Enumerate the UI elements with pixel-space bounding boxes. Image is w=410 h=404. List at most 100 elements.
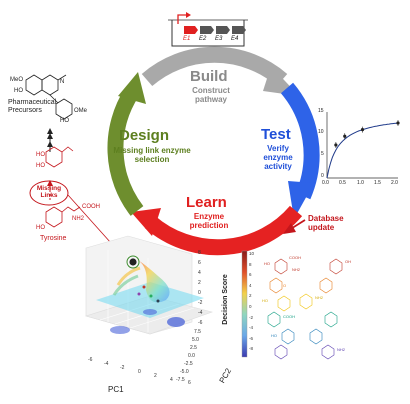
z-tick: 8 <box>198 250 201 256</box>
build-subtitle: Construct pathway <box>192 86 230 104</box>
gene-e3-icon <box>216 26 230 34</box>
compound-structures <box>267 258 343 360</box>
learn-title: Learn <box>186 194 227 211</box>
test-chart-xtick-1: 1.0 <box>357 180 364 186</box>
colorbar-tick: 0 <box>249 303 252 309</box>
pc1-tick: 4 <box>170 377 173 383</box>
pc1-tick: 2 <box>154 373 157 379</box>
pharmaceutical-structure <box>25 74 73 120</box>
test-chart-ytick-0: 0 <box>321 173 324 179</box>
ome-group: OMe <box>74 108 88 114</box>
test-chart-ytick-5: 5 <box>321 151 324 157</box>
decision-score-colorbar <box>241 250 248 358</box>
pc1-tick: -4 <box>104 361 109 367</box>
test-chart-xtick-2: 2.0 <box>391 180 398 186</box>
pc2-tick: -7.5 <box>176 377 185 383</box>
pc2-tick: -5.0 <box>180 369 189 375</box>
compound-label: HO <box>262 298 268 303</box>
colorbar-tick: -8 <box>249 346 254 352</box>
z-tick: 2 <box>198 280 201 286</box>
pca-z-ticks: 8 6 4 2 0 -2 -4 -6 <box>198 248 210 328</box>
compound-label: NH2 <box>315 295 324 300</box>
test-chart-point <box>343 134 347 138</box>
compound-label: COOH <box>289 255 301 260</box>
test-arrow <box>280 82 320 219</box>
pc1-tick: 6 <box>188 380 191 386</box>
test-chart-xtick-05: 0.5 <box>339 180 346 186</box>
catechol-structure <box>45 146 74 168</box>
pc2-tick: 0.0 <box>188 353 195 359</box>
colorbar-ticks: 10 8 6 4 2 0 -2 -4 -6 -8 <box>249 249 261 355</box>
pc1-tick: -2 <box>120 365 125 371</box>
test-chart <box>326 112 400 179</box>
pc2-tick: 7.5 <box>194 329 201 335</box>
gene-e2-icon <box>200 26 214 34</box>
database-update-arrow <box>283 219 306 234</box>
pc1-tick: 0 <box>138 369 141 375</box>
missing-links-circle <box>29 180 69 206</box>
gene-e1-label: E1 <box>183 36 191 42</box>
test-chart-point <box>334 143 338 147</box>
tyrosine-structure <box>45 206 81 228</box>
test-title: Test <box>261 126 291 143</box>
compound-label: O <box>283 283 287 288</box>
pc2-ticks: 7.5 5.0 2.5 0.0 -2.5 -5.0 -7.5 <box>168 330 208 390</box>
learn-subtitle: Enzyme prediction <box>189 212 229 230</box>
colorbar-tick: 2 <box>249 293 252 299</box>
z-tick: -4 <box>198 310 203 316</box>
test-chart-ytick-10: 10 <box>318 129 324 135</box>
build-title: Build <box>190 68 228 85</box>
test-chart-xtick-15: 1.5 <box>374 180 381 186</box>
gene-e1-icon <box>184 26 198 34</box>
gene-e4-icon <box>232 26 246 34</box>
n-group: N <box>60 79 65 85</box>
learn-arrow <box>131 205 303 256</box>
colorbar-tick: 10 <box>249 251 255 256</box>
pc2-tick: -2.5 <box>184 361 193 367</box>
compound-label: HO <box>264 261 270 266</box>
compound-label: COOH <box>283 314 295 319</box>
colorbar-tick: -6 <box>249 335 254 341</box>
z-tick: 0 <box>198 290 201 296</box>
design-title: Design <box>119 127 170 144</box>
compound-label: HO <box>271 333 277 338</box>
decision-score-label: Decision Score <box>221 274 229 325</box>
z-tick: -6 <box>198 320 203 326</box>
tyrosine-label: Tyrosine <box>40 235 67 242</box>
pc2-tick: 2.5 <box>190 345 197 351</box>
compound-label: NH2 <box>337 347 346 352</box>
decision-surface <box>132 258 170 303</box>
pharmaceutical-precursors-label: Pharmaceutical Precursors <box>8 99 57 114</box>
gene-e4-label: E4 <box>231 36 239 42</box>
colorbar-tick: 4 <box>249 282 252 288</box>
pc2-tick: 5.0 <box>192 337 199 343</box>
design-subtitle: Missing link enzyme selection <box>113 146 191 164</box>
ho-group-catechol-2: HO <box>36 163 45 169</box>
z-tick: -2 <box>198 300 203 306</box>
cooh-group: COOH <box>82 204 100 210</box>
ho-group-mid: HO <box>60 118 69 124</box>
pc1-ticks: -6 -4 -2 0 2 4 6 <box>88 358 208 388</box>
pc1-tick: -6 <box>88 357 93 363</box>
gene-e3-label: E3 <box>215 36 223 42</box>
compound-label: NH2 <box>292 267 301 272</box>
z-tick: 4 <box>198 270 201 276</box>
design-arrow <box>107 72 146 216</box>
operon-diagram <box>168 12 248 47</box>
test-chart-xtick-0: 0.0 <box>322 180 329 186</box>
gene-e2-label: E2 <box>199 36 207 42</box>
z-tick: 6 <box>198 260 201 266</box>
test-chart-point <box>396 121 400 125</box>
database-update-label: Database update <box>308 214 344 232</box>
ho-group-tyrosine: HO <box>36 225 45 231</box>
colorbar-tick: -4 <box>249 325 254 331</box>
pca-3d-plot <box>84 235 214 335</box>
colorbar-tick: 8 <box>249 261 252 267</box>
selected-point-marker <box>126 255 140 269</box>
missing-links-label: Missing Links <box>36 185 62 199</box>
test-chart-point <box>360 128 365 132</box>
colorbar-tick: -2 <box>249 314 254 320</box>
decision-plane <box>96 282 204 318</box>
